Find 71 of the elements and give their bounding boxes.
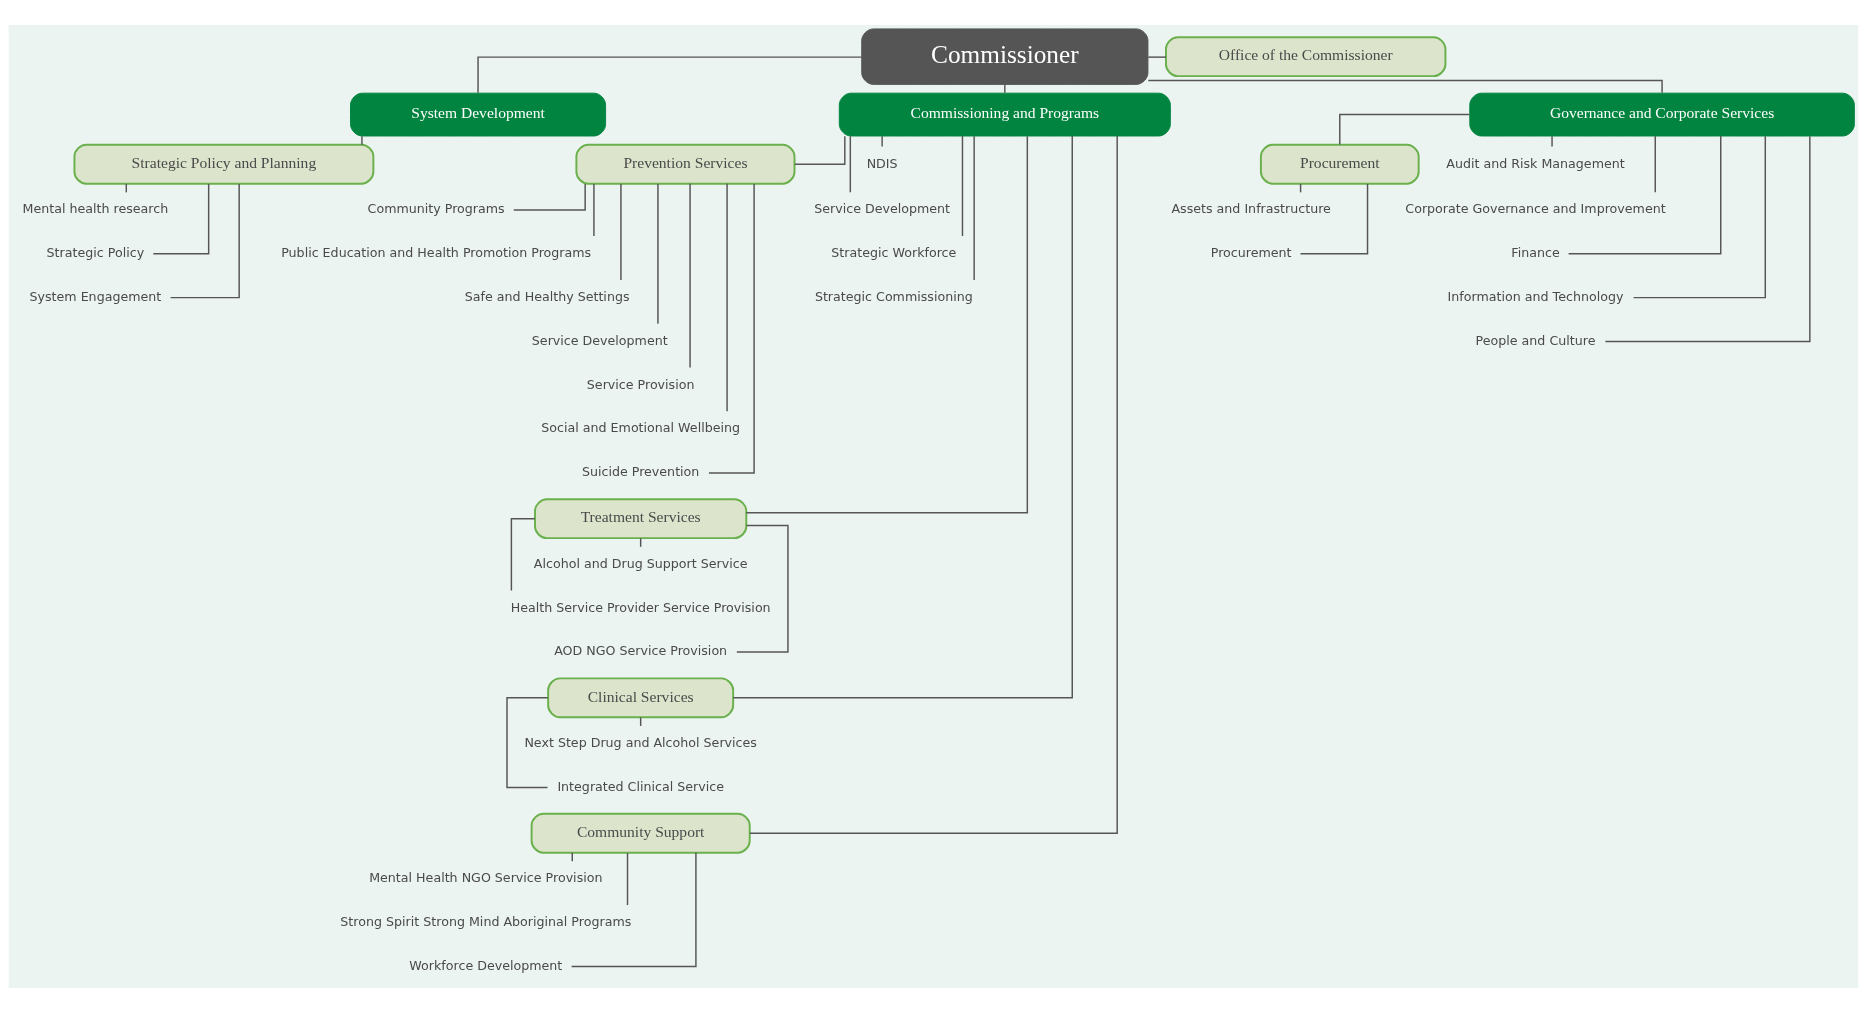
connector	[1567, 135, 1722, 255]
node-text: Strategic Workforce	[831, 245, 957, 261]
node-text: Safe and Healthy Settings	[464, 288, 630, 304]
node-text: Service Development	[814, 201, 951, 217]
node-text: Workforce Development	[409, 957, 563, 973]
connector	[1339, 113, 1471, 146]
connector	[689, 183, 691, 369]
node-box: Strategic Policy and Planning	[73, 143, 375, 185]
node-text: Alcohol and Drug Support Service	[533, 555, 748, 571]
node-text: Community Programs	[367, 201, 505, 217]
node-box: Commissioning and Programs	[838, 92, 1171, 137]
node-text: Procurement	[1210, 245, 1292, 261]
connector	[708, 183, 755, 474]
node-box: Clinical Services	[547, 677, 735, 719]
connector	[1004, 83, 1006, 94]
connector	[1604, 135, 1811, 343]
connector	[745, 135, 1029, 514]
connector	[1654, 135, 1656, 193]
node-text: Audit and Risk Management	[1446, 155, 1625, 171]
node-text: Mental health research	[22, 201, 169, 217]
connector	[477, 56, 863, 94]
node-text: Corporate Governance and Improvement	[1405, 201, 1666, 217]
connector	[626, 852, 629, 906]
node-text: Public Education and Health Promotion Programs	[281, 245, 592, 261]
connector	[732, 135, 1073, 699]
node-text: Strong Spirit Strong Mind Aboriginal Programs	[340, 914, 632, 930]
connector	[1632, 135, 1766, 299]
node-box: Office of the Commissioner	[1165, 36, 1447, 78]
node-text: Suicide Prevention	[581, 464, 700, 480]
node-text: AOD NGO Service Provision	[554, 643, 728, 659]
connector	[152, 183, 210, 255]
connector	[506, 697, 549, 789]
connector	[593, 183, 595, 237]
connector	[849, 135, 852, 193]
connector	[973, 135, 975, 281]
node-text: Mental Health NGO Service Provision	[369, 870, 603, 886]
node-text: Integrated Clinical Service	[557, 778, 724, 794]
node-text: Service Provision	[586, 376, 695, 392]
connector	[657, 183, 659, 325]
connector	[169, 183, 240, 299]
node-text: Service Development	[531, 332, 668, 348]
node-box: Prevention Services	[575, 143, 796, 185]
node-text: System Engagement	[29, 288, 162, 304]
connector	[1147, 79, 1663, 94]
node-text: Information and Technology	[1447, 288, 1624, 304]
connector	[726, 183, 728, 413]
node-text: Strategic Policy	[46, 245, 145, 261]
node-box: Community Support	[530, 812, 751, 854]
connector	[513, 183, 586, 211]
node-text: Social and Emotional Wellbeing	[541, 420, 741, 436]
connector	[736, 524, 789, 653]
connector	[749, 135, 1118, 834]
node-text: NDIS	[866, 155, 898, 171]
connector	[361, 135, 363, 146]
connector	[1551, 135, 1553, 148]
connector	[1147, 56, 1167, 58]
node-text: Finance	[1511, 245, 1560, 261]
node-text: Strategic Commissioning	[814, 288, 973, 304]
node-box: Governance and Corporate Services	[1469, 92, 1855, 137]
node-text: People and Culture	[1475, 332, 1596, 348]
node-text: Assets and Infrastructure	[1171, 201, 1331, 217]
connector	[794, 135, 846, 165]
connector	[620, 183, 622, 281]
connector	[961, 135, 964, 237]
node-box: Commissioner	[861, 28, 1149, 85]
node-box: Treatment Services	[534, 498, 748, 540]
connector	[881, 135, 883, 148]
node-box: Procurement	[1259, 143, 1420, 185]
node-text: Next Step Drug and Alcohol Services	[524, 734, 757, 750]
node-box: System Development	[350, 92, 607, 137]
node-text: Health Service Provider Service Provision	[510, 599, 771, 615]
